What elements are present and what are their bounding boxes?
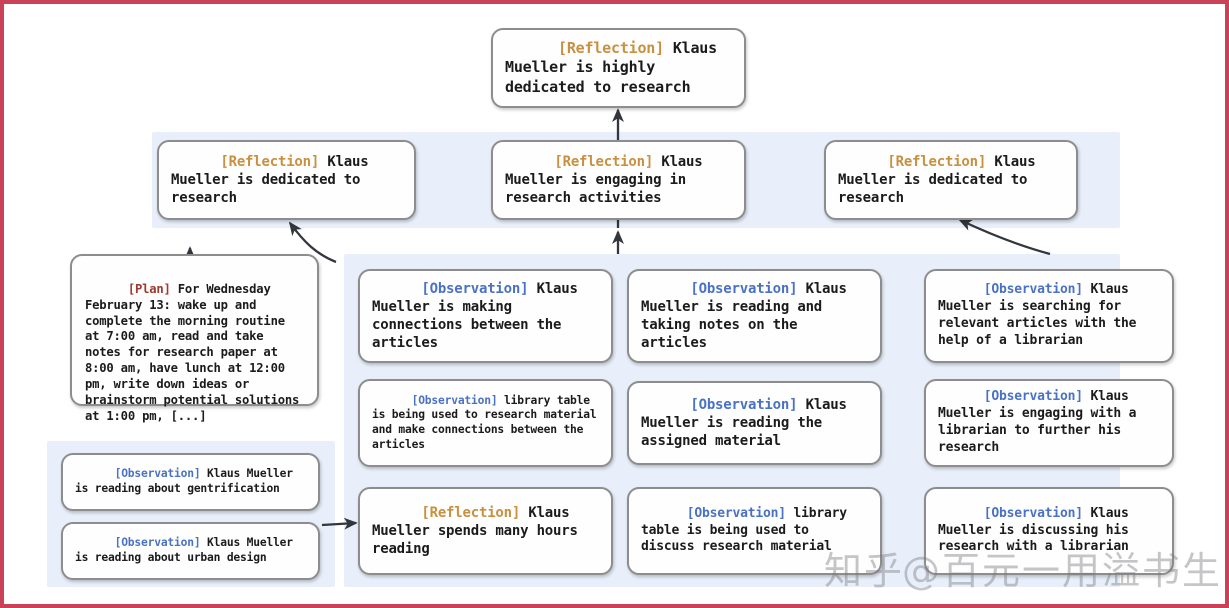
- node-body: Klaus Mueller is engaging with a librari…: [938, 389, 1144, 455]
- node-level2-1[interactable]: [Reflection] Klaus Mueller is engaging i…: [491, 140, 746, 220]
- node-columnB-0[interactable]: [Observation] Klaus Mueller is reading a…: [627, 269, 882, 363]
- tag-observation: [Observation]: [983, 282, 1083, 298]
- node-columnA-0[interactable]: [Observation] Klaus Mueller is making co…: [358, 269, 613, 363]
- node-body: Klaus Mueller is searching for relevant …: [938, 282, 1144, 348]
- tag-plan: [Plan]: [127, 281, 171, 296]
- node-body: Klaus Mueller is discussing his research…: [938, 505, 1137, 555]
- node-body: Klaus Mueller is dedicated to research: [838, 153, 1044, 207]
- node-columnC-1[interactable]: [Observation] Klaus Mueller is engaging …: [924, 379, 1174, 467]
- node-body: Klaus Mueller is reading about urban des…: [75, 536, 300, 564]
- watermark-zhihu: 知乎: [824, 549, 905, 593]
- node-columnC-2[interactable]: [Observation] Klaus Mueller is discussin…: [924, 487, 1174, 575]
- node-body: Klaus Mueller is reading and taking note…: [641, 280, 855, 352]
- node-text: [Observation] Klaus Mueller is reading a…: [641, 261, 868, 370]
- tag-observation: [Observation]: [411, 393, 498, 407]
- node-text: [Observation] library table is being use…: [372, 379, 599, 467]
- node-text: [Reflection] Klaus Mueller spends many h…: [372, 486, 599, 577]
- tag-observation: [Observation]: [686, 505, 786, 521]
- node-body: Klaus Mueller spends many hours reading: [372, 504, 586, 558]
- node-body: library table is being used to discuss r…: [641, 505, 855, 555]
- node-text: [Observation] Klaus Mueller is reading a…: [75, 453, 306, 512]
- node-text: [Observation] Klaus Mueller is discussin…: [938, 489, 1160, 573]
- node-text: [Observation] Klaus Mueller is reading a…: [75, 522, 306, 581]
- node-level2-2[interactable]: [Reflection] Klaus Mueller is dedicated …: [824, 140, 1078, 220]
- tag-reflection: [Reflection]: [220, 153, 320, 170]
- tag-observation: [Observation]: [690, 280, 798, 297]
- node-level2-0[interactable]: [Reflection] Klaus Mueller is dedicated …: [157, 140, 416, 220]
- tag-reflection: [Reflection]: [554, 153, 654, 170]
- node-body: Klaus Mueller is reading about gentrific…: [75, 467, 300, 495]
- tag-observation: [Observation]: [690, 396, 798, 413]
- node-columnC-0[interactable]: [Observation] Klaus Mueller is searching…: [924, 269, 1174, 363]
- node-plan[interactable]: [Plan] For Wednesday February 13: wake u…: [70, 254, 319, 423]
- tag-reflection: [Reflection]: [421, 504, 521, 521]
- tag-observation: [Observation]: [983, 389, 1083, 405]
- node-text: [Plan] For Wednesday February 13: wake u…: [85, 266, 304, 440]
- node-text: [Reflection] Klaus Mueller is dedicated …: [838, 135, 1064, 226]
- tag-observation: [Observation]: [114, 536, 201, 550]
- watermark-handle: @百元一用溢书生: [902, 549, 1223, 593]
- node-columnB-1[interactable]: [Observation] Klaus Mueller is reading t…: [627, 381, 882, 465]
- node-text: [Reflection] Klaus Mueller is engaging i…: [505, 135, 732, 226]
- node-text: [Reflection] Klaus Mueller is dedicated …: [171, 135, 402, 226]
- tag-reflection: [Reflection]: [558, 38, 664, 57]
- node-columnB-2[interactable]: [Observation] library table is being use…: [627, 487, 882, 575]
- node-text: [Reflection] Klaus Mueller is highly ded…: [505, 19, 732, 117]
- node-body: Klaus Mueller is reading the assigned ma…: [641, 396, 855, 450]
- node-root-reflection[interactable]: [Reflection] Klaus Mueller is highly ded…: [491, 28, 746, 108]
- node-text: [Observation] Klaus Mueller is engaging …: [938, 372, 1160, 473]
- node-left-observation-0[interactable]: [Observation] Klaus Mueller is reading a…: [61, 453, 320, 511]
- tag-observation: [Observation]: [421, 280, 529, 297]
- node-columnA-1[interactable]: [Observation] library table is being use…: [358, 379, 613, 467]
- node-text: [Observation] Klaus Mueller is reading t…: [641, 378, 868, 469]
- node-text: [Observation] library table is being use…: [641, 489, 868, 573]
- node-text: [Observation] Klaus Mueller is searching…: [938, 265, 1160, 366]
- node-left-observation-1[interactable]: [Observation] Klaus Mueller is reading a…: [61, 522, 320, 580]
- node-body: library table is being used to research …: [372, 393, 604, 451]
- node-columnA-2[interactable]: [Reflection] Klaus Mueller spends many h…: [358, 487, 613, 575]
- node-body: Klaus Mueller is highly dedicated to res…: [505, 38, 726, 96]
- node-body: Klaus Mueller is dedicated to research: [171, 153, 377, 207]
- tag-reflection: [Reflection]: [887, 153, 987, 170]
- node-body: Klaus Mueller is engaging in research ac…: [505, 153, 711, 207]
- node-body: Klaus Mueller is making connections betw…: [372, 280, 586, 352]
- tag-observation: [Observation]: [114, 467, 201, 481]
- node-text: [Observation] Klaus Mueller is making co…: [372, 261, 599, 370]
- tag-observation: [Observation]: [983, 505, 1083, 521]
- node-body: For Wednesday February 13: wake up and c…: [85, 281, 307, 423]
